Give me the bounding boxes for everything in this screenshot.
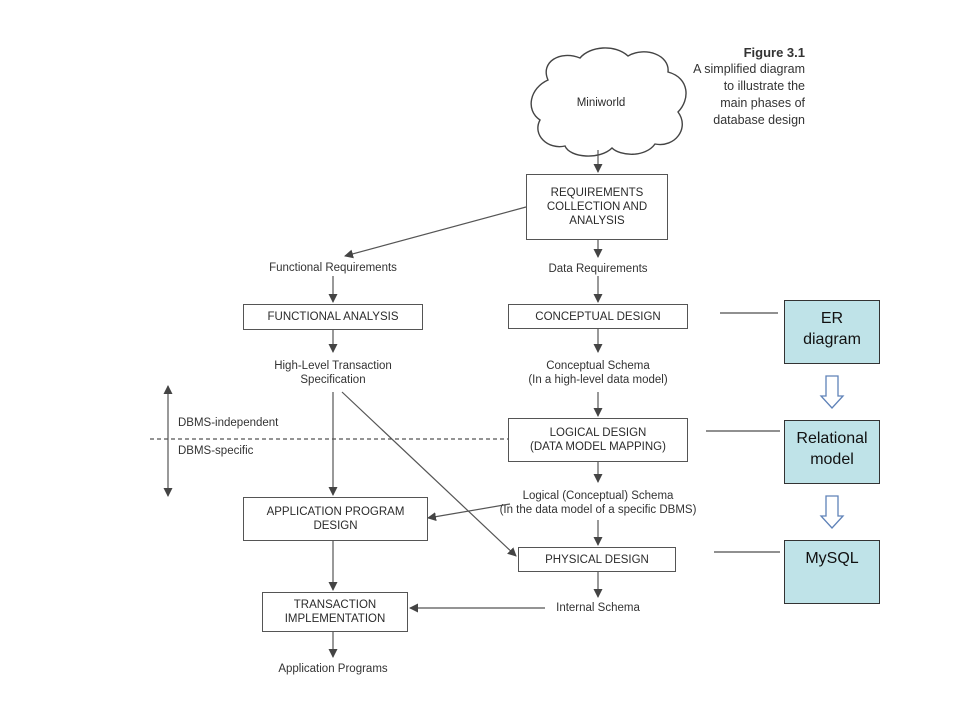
requirements-box: REQUIREMENTS COLLECTION AND ANALYSIS — [526, 174, 668, 240]
conceptual-schema-line: (In a high-level data model) — [528, 374, 668, 386]
transaction-impl-line: TRANSACTION — [293, 599, 377, 611]
mysql-label: MySQL — [805, 550, 859, 567]
data-requirements-label: Data Requirements — [528, 262, 668, 276]
caption-line: database design — [713, 113, 805, 127]
high-level-spec-line: High-Level Transaction — [274, 360, 392, 372]
requirements-line: COLLECTION AND — [546, 201, 648, 213]
application-programs-text: Application Programs — [278, 663, 388, 675]
arrow-schema-to-application-design — [427, 503, 511, 522]
logical-design-line: LOGICAL DESIGN — [549, 427, 647, 439]
arrow-to-functional-requirements — [344, 206, 527, 259]
caption-line: main phases of — [720, 96, 805, 110]
conceptual-schema-label: Conceptual Schema (In a high-level data … — [508, 359, 688, 387]
internal-schema-text: Internal Schema — [556, 602, 640, 614]
requirements-line: REQUIREMENTS — [550, 187, 644, 199]
transaction-impl-line: IMPLEMENTATION — [284, 613, 386, 625]
functional-requirements-label: Functional Requirements — [253, 261, 413, 275]
application-design-line: DESIGN — [313, 520, 358, 532]
relational-model-box: Relational model — [784, 420, 880, 484]
internal-schema-label: Internal Schema — [545, 601, 651, 615]
er-diagram-box: ER diagram — [784, 300, 880, 364]
transaction-impl-box: TRANSACTION IMPLEMENTATION — [262, 592, 408, 632]
physical-design-box: PHYSICAL DESIGN — [518, 547, 676, 572]
mysql-box: MySQL — [784, 540, 880, 604]
application-programs-label: Application Programs — [253, 662, 413, 676]
functional-requirements-text: Functional Requirements — [269, 262, 397, 274]
er-diagram-line: ER — [820, 310, 844, 327]
caption-line: A simplified diagram — [693, 62, 805, 76]
application-design-line: APPLICATION PROGRAM — [266, 506, 405, 518]
caption-line: to illustrate the — [723, 79, 805, 93]
logical-schema-label: Logical (Conceptual) Schema (In the data… — [478, 489, 718, 517]
logical-schema-line: Logical (Conceptual) Schema — [522, 490, 674, 502]
logical-schema-line: (In the data model of a specific DBMS) — [499, 504, 697, 516]
conceptual-design-label: CONCEPTUAL DESIGN — [535, 310, 661, 323]
figure-number: Figure 3.1 — [743, 45, 805, 60]
relational-model-line: model — [810, 451, 854, 468]
down-arrow-relational-to-mysql — [819, 495, 845, 529]
er-diagram-line: diagram — [803, 331, 861, 348]
high-level-spec-line: Specification — [300, 374, 366, 386]
conceptual-schema-line: Conceptual Schema — [546, 360, 650, 372]
relational-model-line: Relational — [796, 430, 868, 447]
figure-caption: Figure 3.1 A simplified diagram to illus… — [640, 44, 805, 129]
down-arrow-er-to-relational — [819, 375, 845, 409]
logical-design-box: LOGICAL DESIGN (DATA MODEL MAPPING) — [508, 418, 688, 462]
data-requirements-text: Data Requirements — [548, 263, 648, 275]
dbms-independent-label: DBMS-independent — [178, 417, 279, 429]
physical-design-label: PHYSICAL DESIGN — [545, 553, 649, 566]
logical-design-line: (DATA MODEL MAPPING) — [530, 441, 666, 453]
functional-analysis-label: FUNCTIONAL ANALYSIS — [267, 311, 399, 323]
miniworld-cloud — [530, 47, 687, 157]
high-level-spec-label: High-Level Transaction Specification — [243, 359, 423, 387]
application-design-box: APPLICATION PROGRAM DESIGN — [243, 497, 428, 541]
requirements-line: ANALYSIS — [569, 215, 625, 227]
conceptual-design-box: CONCEPTUAL DESIGN — [508, 304, 688, 329]
dbms-specific-label: DBMS-specific — [178, 445, 254, 457]
functional-analysis-box: FUNCTIONAL ANALYSIS — [243, 304, 423, 330]
arrow-spec-to-physical-design — [341, 391, 517, 557]
miniworld-label: Miniworld — [576, 97, 626, 109]
